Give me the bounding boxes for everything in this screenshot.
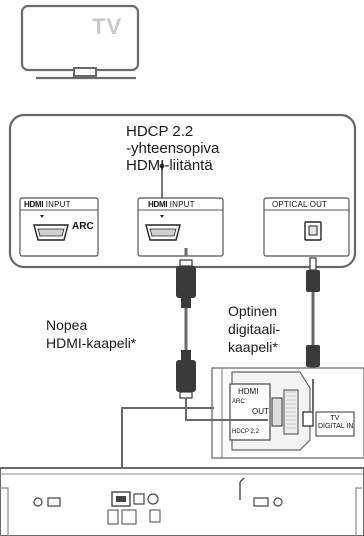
tv-hdmi-label: HDMI — [238, 387, 259, 396]
arrow-down-icon — [40, 215, 44, 218]
hdcp-compat-label: HDCP 2.2 -yhteensopiva HDMI-liitäntä — [126, 123, 220, 174]
tv-hdcp-label: HDCP 2.2 — [232, 429, 259, 435]
tv-back-panel — [185, 367, 364, 459]
hdmi-input-header: HDMI INPUT — [148, 200, 195, 209]
hdmi-logo: HDMI — [24, 200, 44, 209]
tv-out-label: OUT — [252, 407, 269, 416]
hdmi-input-port-frame — [137, 197, 224, 257]
tv-arc-label: ARC — [232, 399, 245, 405]
hdmi-cable — [176, 248, 196, 418]
optical-plug-bottom — [306, 345, 320, 367]
port-name: INPUT — [169, 200, 195, 209]
hdmi-plug-top — [176, 266, 196, 298]
tv-illustration — [20, 4, 140, 80]
port-name: INPUT — [45, 200, 71, 209]
soundbar-illustration — [0, 467, 364, 536]
hdmi-plug-bottom — [176, 360, 196, 392]
soundbar-hdmi-wire — [121, 407, 214, 495]
hdmi-cable-label: Nopea HDMI-kaapeli* — [46, 317, 137, 351]
optical-out-port — [263, 197, 350, 257]
tv-digital-in-label: TV DIGITAL IN — [318, 415, 354, 430]
optical-plug-top — [306, 270, 320, 292]
arrow-down-icon — [160, 215, 164, 218]
tv-label: TV — [92, 14, 123, 39]
optical-cable-label: Optinen digitaali- kaapeli* — [228, 303, 281, 355]
arc-label: ARC — [72, 221, 94, 232]
tv-stand — [73, 67, 97, 77]
optical-cable — [306, 257, 320, 380]
hdmi-logo: HDMI — [148, 200, 168, 209]
optical-out-header: OPTICAL OUT — [272, 200, 328, 209]
hdmi-arc-header: HDMI INPUT — [24, 200, 71, 209]
hdmi-arc-port — [19, 197, 99, 257]
hdmi-input-port — [137, 197, 224, 257]
